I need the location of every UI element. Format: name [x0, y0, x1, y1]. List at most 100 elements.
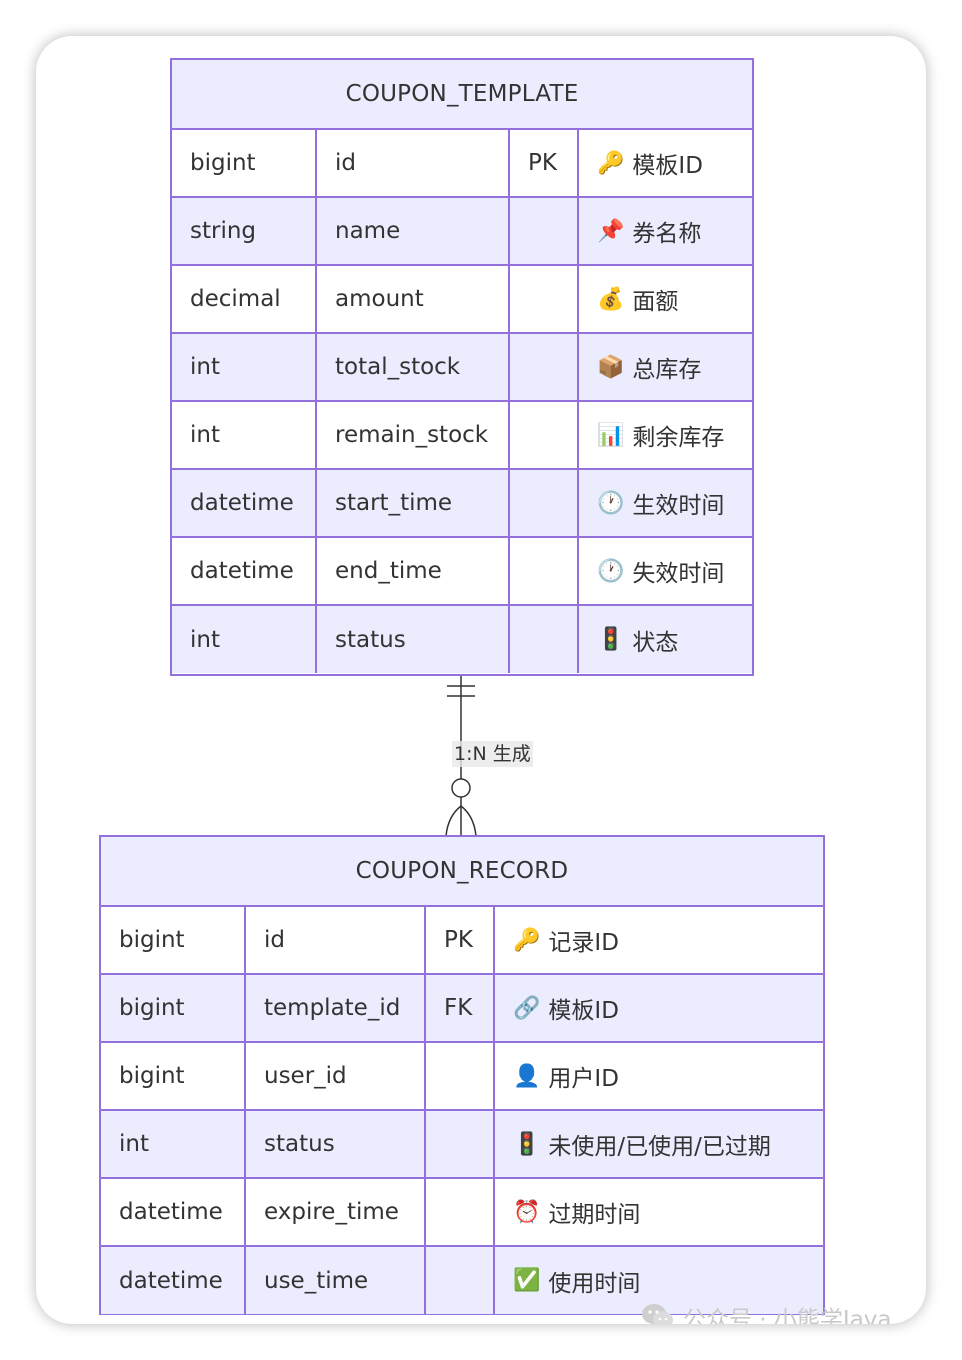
attribute-type: bigint	[101, 975, 246, 1041]
attribute-type: datetime	[172, 538, 317, 604]
attribute-name: id	[317, 130, 510, 196]
attribute-key	[510, 606, 579, 673]
attribute-comment: 🕐 失效时间	[579, 538, 752, 604]
attribute-comment: 🔑 记录ID	[495, 907, 823, 973]
comment-icon: 🔑	[513, 927, 541, 953]
attribute-comment: 🔗模板ID	[495, 975, 823, 1041]
attribute-comment: ⏰ 过期时间	[495, 1179, 823, 1245]
comment-icon: 🔑	[597, 150, 625, 176]
comment-text: 券名称	[632, 221, 702, 247]
comment-icon: ⏰	[513, 1199, 541, 1225]
comment-text: 失效时间	[632, 561, 725, 587]
comment-text: 记录ID	[548, 930, 619, 956]
attribute-name: user_id	[246, 1043, 426, 1109]
attribute-key	[510, 266, 579, 332]
attribute-name: status	[246, 1111, 426, 1177]
attribute-type: datetime	[101, 1179, 246, 1245]
comment-icon: 🕐	[597, 490, 625, 516]
comment-text: 未使用/已使用/已过期	[548, 1134, 771, 1160]
attribute-name: use_time	[246, 1247, 426, 1314]
attribute-type: int	[172, 606, 317, 673]
attribute-name: expire_time	[246, 1179, 426, 1245]
attribute-name: id	[246, 907, 426, 973]
comment-text: 模板ID	[632, 153, 703, 179]
comment-text: 过期时间	[548, 1202, 641, 1228]
attribute-key: PK	[426, 907, 495, 973]
entity-title: COUPON_RECORD	[101, 837, 823, 907]
attribute-key	[426, 1043, 495, 1109]
attribute-name: total_stock	[317, 334, 510, 400]
attribute-type: bigint	[101, 1043, 246, 1109]
attribute-key: FK	[426, 975, 495, 1041]
comment-icon: 🔗	[513, 995, 541, 1021]
attribute-comment: 💰 面额	[579, 266, 752, 332]
attribute-type: datetime	[172, 470, 317, 536]
attribute-key	[510, 538, 579, 604]
attribute-type: int	[172, 402, 317, 468]
attribute-type: int	[172, 334, 317, 400]
comment-text: 面额	[632, 289, 679, 315]
attribute-name: status	[317, 606, 510, 673]
comment-text: 生效时间	[632, 493, 725, 519]
watermark-text: 公众号 · 小熊学Java	[683, 1307, 892, 1324]
attribute-type: bigint	[172, 130, 317, 196]
comment-icon: 🚦	[513, 1131, 541, 1157]
attribute-comment: 🔑 模板ID	[579, 130, 752, 196]
comment-icon: 📦	[597, 354, 625, 380]
attribute-name: start_time	[317, 470, 510, 536]
relationship-label: 1:N 生成	[452, 741, 533, 767]
attribute-key	[426, 1247, 495, 1314]
attribute-comment: 🚦状态	[579, 606, 752, 673]
attribute-key: PK	[510, 130, 579, 196]
comment-text: 使用时间	[548, 1270, 641, 1297]
entity-title: COUPON_TEMPLATE	[172, 60, 752, 130]
comment-icon: 👤	[513, 1063, 541, 1089]
attribute-comment: ✅ 使用时间	[495, 1247, 823, 1314]
comment-icon: 🚦	[597, 627, 625, 652]
attribute-name: name	[317, 198, 510, 264]
watermark: 公众号 · 小熊学Java	[641, 1300, 892, 1324]
attribute-key	[510, 334, 579, 400]
attribute-type: decimal	[172, 266, 317, 332]
attribute-type: datetime	[101, 1247, 246, 1314]
attribute-comment: 📦 总库存	[579, 334, 752, 400]
comment-icon: 📊	[597, 422, 625, 448]
attribute-key	[510, 198, 579, 264]
attribute-key	[426, 1111, 495, 1177]
attribute-type: string	[172, 198, 317, 264]
attribute-name: end_time	[317, 538, 510, 604]
comment-text: 总库存	[632, 357, 702, 383]
comment-icon: ✅	[513, 1268, 541, 1293]
attribute-key	[426, 1179, 495, 1245]
attribute-comment: 🕐 生效时间	[579, 470, 752, 536]
attribute-type: int	[101, 1111, 246, 1177]
attribute-key	[510, 402, 579, 468]
comment-icon: 💰	[597, 286, 625, 312]
attribute-comment: 🚦 未使用/已使用/已过期	[495, 1111, 823, 1177]
comment-text: 剩余库存	[632, 425, 725, 451]
attribute-comment: 📌券名称	[579, 198, 752, 264]
comment-icon: 🕐	[597, 558, 625, 584]
attribute-comment: 📊 剩余库存	[579, 402, 752, 468]
attribute-type: bigint	[101, 907, 246, 973]
attribute-key	[510, 470, 579, 536]
wechat-icon	[642, 1304, 673, 1324]
attribute-name: template_id	[246, 975, 426, 1041]
